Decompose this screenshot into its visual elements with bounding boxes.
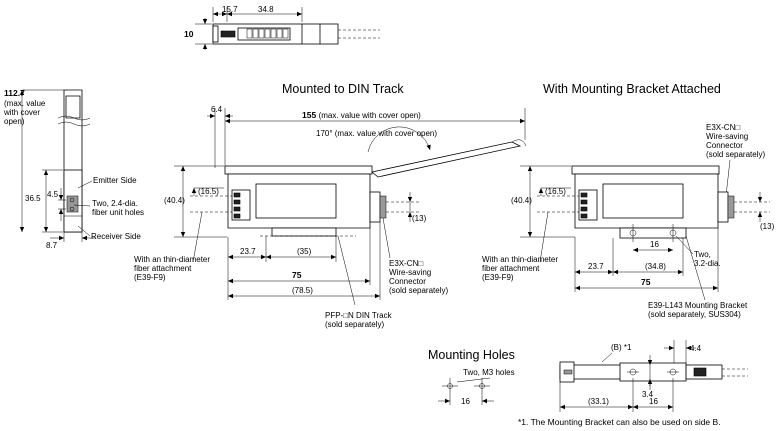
title-bracket: With Mounting Bracket Attached <box>543 82 721 96</box>
svg-text:Wire-saving: Wire-saving <box>706 132 748 141</box>
receiver-side-label: Receiver Side <box>91 232 141 241</box>
mounting-holes-view: Mounting Holes Two, M3 holes 16 <box>428 348 515 406</box>
side-b-label: (B) *1 <box>611 343 632 352</box>
svg-text:PFP-□N DIN Track: PFP-□N DIN Track <box>325 311 393 320</box>
dim-4-5: 4.5 <box>47 190 59 199</box>
bracket-view: With Mounting Bracket Attached E3X-CN□ W… <box>482 82 775 319</box>
dim-170: 170° (max. value with cover open) <box>316 129 437 138</box>
dim-33-1: (33.1) <box>588 397 609 406</box>
svg-text:Wire-saving: Wire-saving <box>389 268 431 277</box>
dim-6-4: 6.4 <box>211 105 223 114</box>
top-view: 15.7 34.8 10 <box>184 5 380 50</box>
svg-text:3.2-dia.: 3.2-dia. <box>694 259 721 268</box>
dim-75: 75 <box>292 270 302 280</box>
dim-23-7: 23.7 <box>240 247 256 256</box>
svg-text:(E39-F9): (E39-F9) <box>134 273 166 282</box>
svg-text:E3X-CN□: E3X-CN□ <box>389 259 423 268</box>
dim-35: (35) <box>297 247 312 256</box>
dim-40-4: (40.4) <box>164 196 185 205</box>
svg-text:With an thin-diameter: With an thin-diameter <box>482 255 558 264</box>
svg-text:with cover: with cover <box>3 108 40 117</box>
svg-text:(sold separately): (sold separately) <box>389 286 448 295</box>
svg-text:(max. value: (max. value <box>4 99 46 108</box>
svg-text:fiber attachment: fiber attachment <box>482 264 540 273</box>
bracket-dim-75: 75 <box>641 277 651 287</box>
digit-display <box>246 28 289 39</box>
dim-3-4: 3.4 <box>642 390 654 399</box>
svg-text:(sold separately): (sold separately) <box>706 150 765 159</box>
svg-text:Two,: Two, <box>694 250 711 259</box>
dim-34-8: 34.8 <box>258 5 274 14</box>
svg-text:(E39-F9): (E39-F9) <box>482 273 514 282</box>
svg-text:open): open) <box>4 117 25 126</box>
bracket-dim-13: (13) <box>760 222 775 231</box>
m3-holes-label: Two, M3 holes <box>463 368 515 377</box>
emitter-side-label: Emitter Side <box>93 176 137 185</box>
dim-8-7: 8.7 <box>46 241 58 250</box>
svg-text:Two, 2.4-dia.: Two, 2.4-dia. <box>92 199 138 208</box>
left-side-view: 112.7 (max. value with cover open) 36.5 … <box>3 88 144 250</box>
footnote: *1. The Mounting Bracket can also be use… <box>518 417 721 427</box>
bracket-dim-16-5: (16.5) <box>545 187 566 196</box>
holes-dim-16: 16 <box>461 397 470 406</box>
svg-text:With an thin-diameter: With an thin-diameter <box>134 255 210 264</box>
dim-10: 10 <box>184 29 194 39</box>
svg-text:Connector: Connector <box>706 141 743 150</box>
bracket-dim-34-8: (34.8) <box>645 262 666 271</box>
dim-78-5: (78.5) <box>292 286 313 295</box>
side-b-dim-16: 16 <box>649 397 658 406</box>
svg-text:E39-L143 Mounting Bracket: E39-L143 Mounting Bracket <box>648 301 748 310</box>
dim-4-4: 4.4 <box>690 344 702 353</box>
bracket-dim-40-4: (40.4) <box>511 196 532 205</box>
dim-16-5: (16.5) <box>198 187 219 196</box>
svg-text:(sold separately): (sold separately) <box>325 320 384 329</box>
title-din-track: Mounted to DIN Track <box>282 82 404 96</box>
dim-13: (13) <box>412 214 427 223</box>
dim-155: 155 (max. value with cover open) <box>302 110 421 120</box>
dim-112-7: 112.7 <box>4 88 25 98</box>
svg-text:fiber unit holes: fiber unit holes <box>92 208 144 217</box>
dim-15-7: 15.7 <box>222 5 238 14</box>
bracket-dim-16: 16 <box>650 240 659 249</box>
svg-text:Connector: Connector <box>389 277 426 286</box>
side-b-view: (B) *1 4.4 3.4 (33.1) 16 <box>559 340 748 412</box>
din-track-view: Mounted to DIN Track 6.4 155 (max. value… <box>134 82 527 329</box>
svg-text:(sold separately, SUS304): (sold separately, SUS304) <box>648 310 741 319</box>
bracket-dim-23-7: 23.7 <box>588 262 604 271</box>
dim-36-5: 36.5 <box>25 194 41 203</box>
title-mounting-holes: Mounting Holes <box>428 348 515 362</box>
svg-text:E3X-CN□: E3X-CN□ <box>706 123 740 132</box>
svg-text:fiber attachment: fiber attachment <box>134 264 192 273</box>
